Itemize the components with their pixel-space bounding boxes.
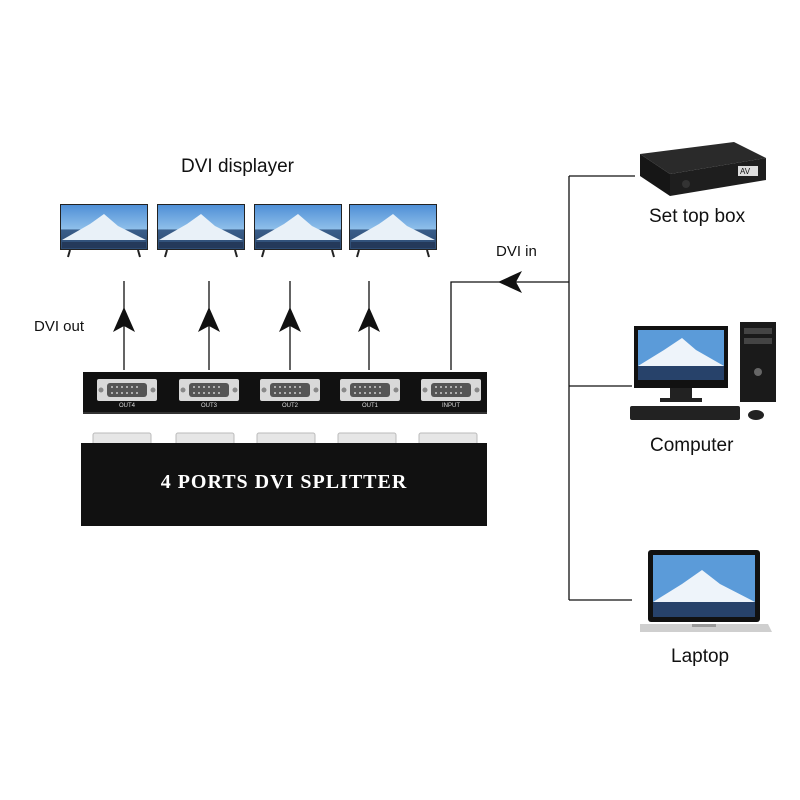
dvi-port-icon	[260, 379, 320, 401]
set-top-box-label: Set top box	[649, 206, 746, 227]
port-label: OUT1	[361, 403, 378, 409]
tv-display	[254, 204, 342, 258]
splitter-title: 4 PORTS DVI SPLITTER	[160, 471, 408, 493]
splitter-connectors	[92, 432, 478, 445]
port-label: OUT4	[118, 403, 135, 409]
tv-display	[157, 204, 245, 258]
dvi-in-line	[450, 281, 569, 370]
dvi-out-label: DVI out	[34, 318, 85, 335]
arrow-up-icon	[113, 307, 135, 332]
dvi-displayer-label: DVI displayer	[181, 156, 294, 177]
port-label: OUT2	[281, 403, 298, 409]
port-label: OUT3	[200, 403, 217, 409]
splitter-back-panel: OUT4 OUT3 OUT2 OUT1 INPUT	[83, 372, 487, 414]
arrow-up-icon	[358, 307, 380, 332]
arrow-left-icon	[498, 271, 522, 293]
dvi-port-icon	[421, 379, 481, 401]
dvi-port-icon	[97, 379, 157, 401]
port-label: INPUT	[442, 403, 460, 409]
dvi-port-icon	[179, 379, 239, 401]
set-top-box-logo: AV	[740, 167, 751, 176]
arrow-up-icon	[198, 307, 220, 332]
laptop-icon	[640, 550, 772, 632]
arrow-up-icon	[279, 307, 301, 332]
tv-display	[60, 204, 148, 258]
tv-display	[349, 204, 437, 258]
set-top-box-icon: AV	[640, 142, 766, 196]
dvi-port-icon	[340, 379, 400, 401]
computer-icon	[630, 322, 776, 420]
dvi-in-label: DVI in	[496, 243, 537, 260]
computer-label: Computer	[650, 435, 734, 456]
laptop-label: Laptop	[671, 646, 730, 667]
splitter-box: 4 PORTS DVI SPLITTER	[81, 443, 487, 526]
